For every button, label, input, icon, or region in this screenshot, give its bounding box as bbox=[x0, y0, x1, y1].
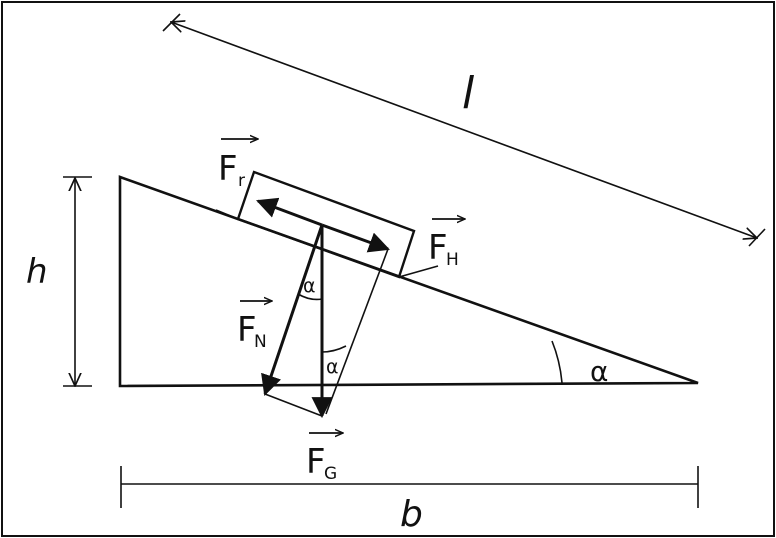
base-label: b bbox=[400, 494, 423, 535]
angle-label-gravity: α bbox=[326, 356, 339, 378]
svg-text:H: H bbox=[446, 250, 459, 270]
downhill-force-arrow bbox=[321, 223, 390, 253]
length-label: l bbox=[462, 68, 475, 119]
block-extension-line-left bbox=[215, 209, 239, 220]
construction-line-right bbox=[325, 248, 389, 415]
downhill-force-label: F H bbox=[428, 219, 465, 270]
angle-label-normal: α bbox=[303, 275, 316, 297]
construction-line-bottom bbox=[264, 393, 323, 417]
svg-text:F: F bbox=[428, 228, 448, 268]
angle-arc-main bbox=[551, 340, 563, 384]
angle-arc-normal bbox=[297, 293, 323, 301]
height-label: h bbox=[26, 252, 48, 292]
block-extension-line bbox=[398, 265, 439, 278]
angle-arc-gravity bbox=[321, 345, 347, 353]
normal-force-label: F N bbox=[237, 301, 272, 352]
normal-force-arrow bbox=[261, 224, 324, 396]
svg-text:F: F bbox=[237, 310, 257, 350]
length-dimension-line bbox=[171, 22, 757, 238]
angle-label-main: α bbox=[590, 355, 608, 388]
block bbox=[236, 170, 416, 279]
svg-text:G: G bbox=[324, 464, 337, 484]
length-tick-end bbox=[748, 228, 766, 247]
svg-text:N: N bbox=[254, 332, 267, 352]
friction-force-arrow bbox=[256, 197, 323, 227]
svg-text:r: r bbox=[238, 171, 245, 191]
gravity-force-label: F G bbox=[306, 433, 343, 484]
friction-force-label: F r bbox=[218, 139, 258, 191]
length-tick-start bbox=[162, 13, 181, 32]
svg-text:F: F bbox=[306, 442, 326, 482]
incline-triangle bbox=[118, 175, 699, 388]
svg-text:F: F bbox=[218, 149, 238, 189]
